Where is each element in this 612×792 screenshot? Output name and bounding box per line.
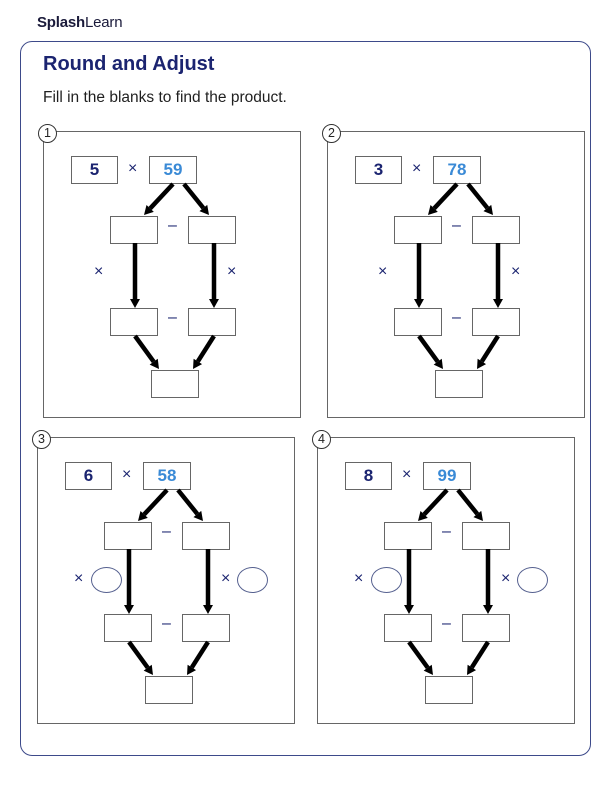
minus-sign: – (168, 309, 177, 326)
times-sign: × (511, 263, 521, 280)
final-product-input[interactable] (151, 370, 199, 398)
times-sign: × (378, 263, 388, 280)
minus-sign: – (162, 615, 171, 632)
partial-product-left-input[interactable] (394, 308, 442, 336)
times-sign: × (74, 570, 84, 587)
partial-product-right-input[interactable] (182, 614, 230, 642)
problem-panel (37, 437, 295, 724)
problem-panel (317, 437, 575, 724)
logo-bold: Splash (37, 14, 85, 31)
minus-sign: – (442, 615, 451, 632)
factor-a-box: 6 (65, 462, 112, 490)
times-sign: × (227, 263, 237, 280)
factor-b-box: 59 (149, 156, 197, 184)
minus-sign: – (452, 309, 461, 326)
rounded-left-input[interactable] (394, 216, 442, 244)
final-product-input[interactable] (145, 676, 193, 704)
partial-product-right-input[interactable] (188, 308, 236, 336)
times-sign: × (412, 160, 422, 177)
logo-light: Learn (84, 14, 123, 31)
times-sign: × (354, 570, 364, 587)
problem-panel (43, 131, 301, 418)
partial-product-right-input[interactable] (462, 614, 510, 642)
factor-b-box: 99 (423, 462, 471, 490)
minus-sign: – (442, 523, 451, 540)
problem-number-badge: 2 (322, 124, 341, 143)
multiplier-right-circle-input[interactable] (237, 567, 268, 593)
factor-a-box: 5 (71, 156, 118, 184)
multiplier-right-circle-input[interactable] (517, 567, 548, 593)
times-sign: × (402, 466, 412, 483)
instructions: Fill in the blanks to find the product. (43, 89, 287, 106)
page-title: Round and Adjust (43, 53, 215, 75)
factor-b-box: 78 (433, 156, 481, 184)
partial-product-left-input[interactable] (110, 308, 158, 336)
factor-a-box: 8 (345, 462, 392, 490)
minus-sign: – (168, 217, 177, 234)
times-sign: × (94, 263, 104, 280)
splashlearn-logo: SplashLearn (37, 14, 123, 31)
final-product-input[interactable] (425, 676, 473, 704)
minus-sign: – (162, 523, 171, 540)
rounded-left-input[interactable] (110, 216, 158, 244)
problem-panel (327, 131, 585, 418)
factor-a-box: 3 (355, 156, 402, 184)
partial-product-right-input[interactable] (472, 308, 520, 336)
partial-product-left-input[interactable] (104, 614, 152, 642)
problem-number-badge: 4 (312, 430, 331, 449)
multiplier-left-circle-input[interactable] (91, 567, 122, 593)
times-sign: × (122, 466, 132, 483)
problem-number-badge: 3 (32, 430, 51, 449)
adjust-right-input[interactable] (462, 522, 510, 550)
partial-product-left-input[interactable] (384, 614, 432, 642)
worksheet-card (20, 41, 591, 756)
final-product-input[interactable] (435, 370, 483, 398)
times-sign: × (221, 570, 231, 587)
factor-b-box: 58 (143, 462, 191, 490)
problem-number-badge: 1 (38, 124, 57, 143)
times-sign: × (501, 570, 511, 587)
multiplier-left-circle-input[interactable] (371, 567, 402, 593)
times-sign: × (128, 160, 138, 177)
minus-sign: – (452, 217, 461, 234)
adjust-right-input[interactable] (182, 522, 230, 550)
